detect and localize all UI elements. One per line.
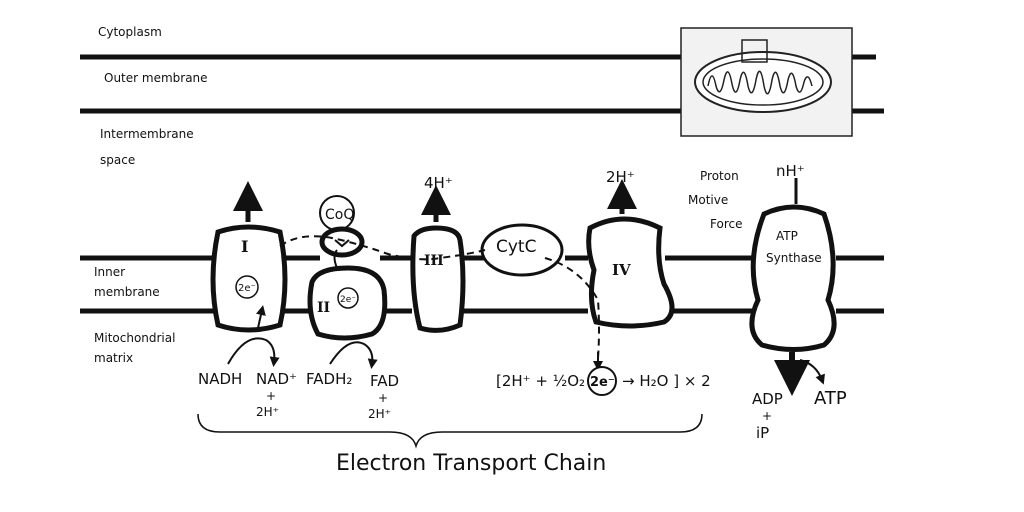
water-electron-circle — [587, 366, 617, 396]
fadh2-curve-arrow — [329, 341, 378, 369]
atp-release-arrow — [799, 359, 825, 385]
cytochrome-c: CytC — [480, 223, 564, 277]
nadh-electron-arrow — [256, 305, 266, 329]
complex-ii-electron-circle — [337, 287, 359, 309]
nadh-reaction: NADH NAD⁺ + 2H⁺ — [198, 305, 297, 419]
inner-membrane-label-2: membrane — [94, 285, 160, 299]
intermembrane-label-2: space — [100, 153, 135, 167]
complex-iv-numeral: IV — [612, 261, 631, 279]
complex-i: I 2e⁻ — [210, 181, 288, 333]
inner-membrane — [80, 255, 884, 314]
outer-membrane-label: Outer membrane — [104, 71, 208, 85]
complex-iii-proton-label: 4H⁺ — [424, 174, 453, 192]
atp-synthase-label-2: Synthase — [766, 251, 822, 265]
complex-ii-to-coq-path — [333, 249, 338, 269]
nad-plus: + — [266, 389, 276, 403]
complex-ii-electron: 2e⁻ — [340, 295, 356, 305]
pmf-label-3: Force — [710, 217, 742, 231]
water-electron: 2e⁻ — [590, 375, 615, 390]
complex-iii-numeral: III — [424, 253, 444, 269]
fadh2-reaction: FADH₂ FAD + 2H⁺ — [306, 341, 399, 421]
complex-i-electron-circle — [235, 275, 259, 299]
complex-i-electron: 2e⁻ — [238, 283, 256, 294]
atp-synthase-proton-label: nH⁺ — [776, 162, 805, 180]
fad-label: FAD — [370, 372, 399, 390]
pmf-label-1: Proton — [700, 169, 739, 183]
atp-synthase: ATP Synthase nH⁺ — [749, 162, 837, 396]
nadh-label: NADH — [198, 370, 242, 388]
complex-i-numeral: I — [241, 237, 248, 256]
nad-label: NAD⁺ — [256, 370, 297, 388]
complex-iii: III 4H⁺ — [410, 174, 466, 333]
inner-membrane-label-1: Inner — [94, 265, 125, 279]
coq-label: CoQ — [325, 207, 354, 223]
nad-2h-label: 2H⁺ — [256, 405, 279, 419]
intermembrane-label-1: Intermembrane — [100, 127, 194, 141]
atp-synthase-label-1: ATP — [776, 229, 798, 243]
pmf-label-2: Motive — [688, 193, 728, 207]
matrix-label-2: matrix — [94, 351, 133, 365]
adp-label: ADP — [752, 390, 783, 408]
atp-reaction: ADP + iP ATP — [752, 388, 847, 442]
cytc-label: CytC — [496, 237, 536, 257]
pi-label: iP — [756, 424, 769, 442]
etc-title: Electron Transport Chain — [336, 451, 606, 476]
cytoplasm-label: Cytoplasm — [98, 25, 162, 39]
complex-ii-numeral: II — [317, 300, 330, 316]
water-formation: [2H⁺ + ½O₂ + 2e⁻ → H₂O ] × 2 — [496, 366, 711, 396]
fadh2-label: FADH₂ — [306, 370, 352, 388]
coq: CoQ — [319, 195, 365, 258]
water-left: [2H⁺ + ½O₂ + — [496, 372, 602, 390]
atp-label: ATP — [814, 388, 847, 409]
matrix-label-1: Mitochondrial — [94, 331, 175, 345]
water-right: → H₂O ] × 2 — [622, 372, 711, 390]
complex-iv-proton-label: 2H⁺ — [606, 168, 635, 186]
adp-plus: + — [762, 409, 772, 423]
fad-plus: + — [378, 391, 388, 405]
etc-brace — [197, 413, 703, 449]
complex-ii: II 2e⁻ — [307, 265, 388, 341]
electron-path — [279, 235, 600, 359]
complex-iv: IV 2H⁺ — [586, 168, 675, 329]
mitochondrion-inset — [680, 27, 853, 137]
fad-2h-label: 2H⁺ — [368, 407, 391, 421]
nadh-curve-arrow — [227, 337, 280, 367]
